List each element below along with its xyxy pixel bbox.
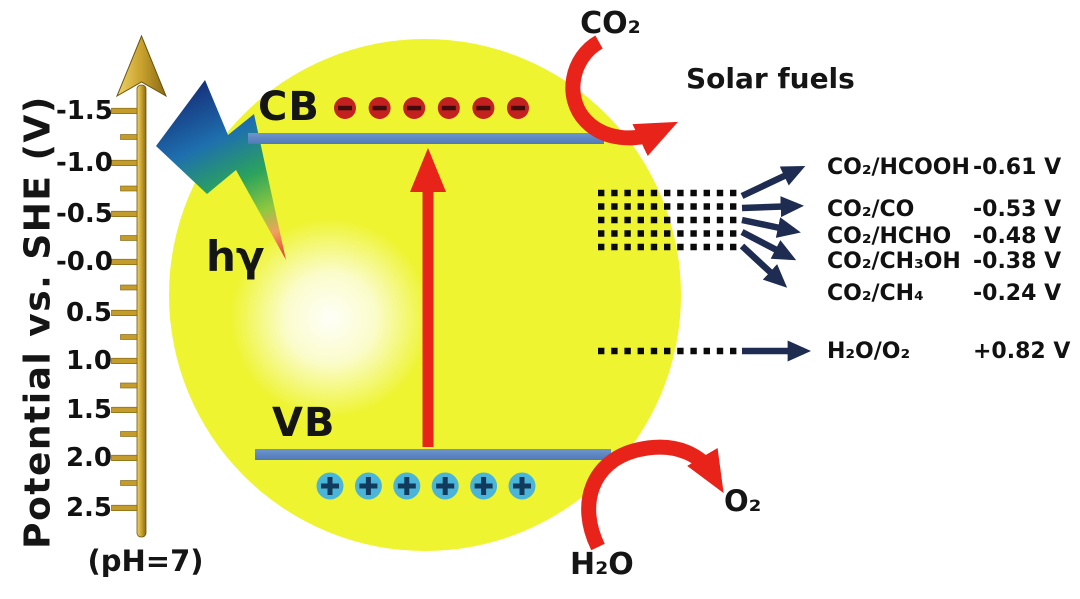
ph-note: (pH=7) — [87, 544, 204, 578]
h2o-to-o2-arrow-icon — [581, 439, 724, 551]
redox-arrow-icon — [741, 216, 801, 238]
redox-potential-value: -0.38 V — [973, 249, 1062, 274]
redox-arrow-icon — [739, 243, 788, 288]
tick-label: -1.5 — [56, 96, 113, 126]
redox-potential-value: +0.82 V — [973, 339, 1071, 364]
redox-arrow-icons — [739, 165, 812, 362]
redox-arrow-icon — [740, 229, 797, 261]
electron-icon — [403, 97, 426, 119]
electron-icon — [472, 97, 495, 119]
electron-icon — [368, 97, 391, 119]
light-glow-highlight — [230, 218, 430, 418]
co2-to-solar-fuels-arrow-icon — [565, 35, 678, 156]
cb-label: CB — [258, 84, 320, 130]
axis-tick-major — [111, 210, 138, 217]
cb-bar — [248, 133, 604, 144]
axis-tick-major — [111, 258, 138, 266]
redox-potential-value: -0.24 V — [973, 281, 1062, 306]
hole-icon — [393, 472, 421, 500]
electron-icons — [334, 97, 529, 119]
redox-couple-label: CO₂/CH₄ — [827, 281, 924, 306]
axis-tick-major — [111, 357, 138, 365]
redox-couple-label: CO₂/CO — [827, 197, 915, 222]
h2o-reactant-label: H₂O — [570, 547, 634, 582]
axis-title: Potential vs. SHE (V) — [17, 95, 59, 549]
axis-tick-minor — [120, 480, 138, 486]
redox-couple-label: CO₂/HCHO — [827, 224, 952, 249]
redox-arrow-icon — [740, 165, 806, 199]
co2-levels-dotted-lines — [598, 189, 742, 355]
co2-reactant-label: CO₂ — [580, 6, 641, 41]
redox-couple-label: CO₂/CH₃OH — [827, 249, 961, 274]
axis-tick-minor — [120, 382, 138, 389]
vb-bar — [255, 449, 611, 460]
axis-tick-minor — [120, 284, 138, 291]
axis-tick-major — [111, 159, 138, 166]
redox-potential-value: -0.61 V — [973, 155, 1062, 180]
redox-couple-label: CO₂/HCOOH — [827, 155, 970, 180]
hole-icons — [316, 472, 536, 500]
tick-label: 0.5 — [65, 298, 112, 328]
redox-arrow-icon — [741, 196, 805, 218]
redox-potential-value: -0.53 V — [973, 197, 1062, 222]
bandgap-excitation-arrow-icon — [410, 148, 446, 447]
solar-fuels-label: Solar fuels — [686, 62, 855, 95]
axis-tick-minor — [120, 431, 138, 437]
electron-icon — [334, 97, 356, 119]
axis-tick-major — [111, 309, 138, 317]
axis-tick-major — [111, 107, 138, 114]
lightning-bolt-icon — [156, 80, 286, 260]
axis-tick-major — [111, 454, 138, 462]
hole-icon — [354, 472, 382, 500]
hole-icon — [316, 472, 344, 500]
axis-tick-minor — [120, 334, 138, 340]
axis-tick-minor — [120, 235, 138, 241]
tick-label: 1.5 — [65, 395, 112, 425]
electron-icon — [437, 97, 460, 119]
axis-tick-major — [111, 504, 138, 512]
potential-axis-arrow — [111, 34, 168, 538]
tick-label: -0.0 — [56, 247, 113, 277]
electron-icon — [507, 97, 529, 119]
vb-label: VB — [272, 400, 336, 446]
axis-tick-major — [111, 406, 138, 414]
o2-product-label: O₂ — [724, 484, 762, 518]
tick-label: -1.0 — [56, 148, 113, 178]
hole-icon — [508, 472, 536, 500]
photon-label: hγ — [206, 232, 265, 281]
axis-tick-minor — [120, 134, 138, 140]
tick-label: 2.0 — [65, 443, 112, 473]
tick-label: 2.5 — [65, 493, 112, 523]
tick-label: -0.5 — [56, 199, 113, 229]
hole-icon — [431, 472, 459, 500]
redox-couple-label: H₂O/O₂ — [827, 339, 911, 364]
redox-potential-value: -0.48 V — [973, 224, 1062, 249]
axis-tick-minor — [120, 185, 138, 192]
hole-icon — [470, 472, 498, 500]
tick-label: 1.0 — [65, 346, 112, 376]
